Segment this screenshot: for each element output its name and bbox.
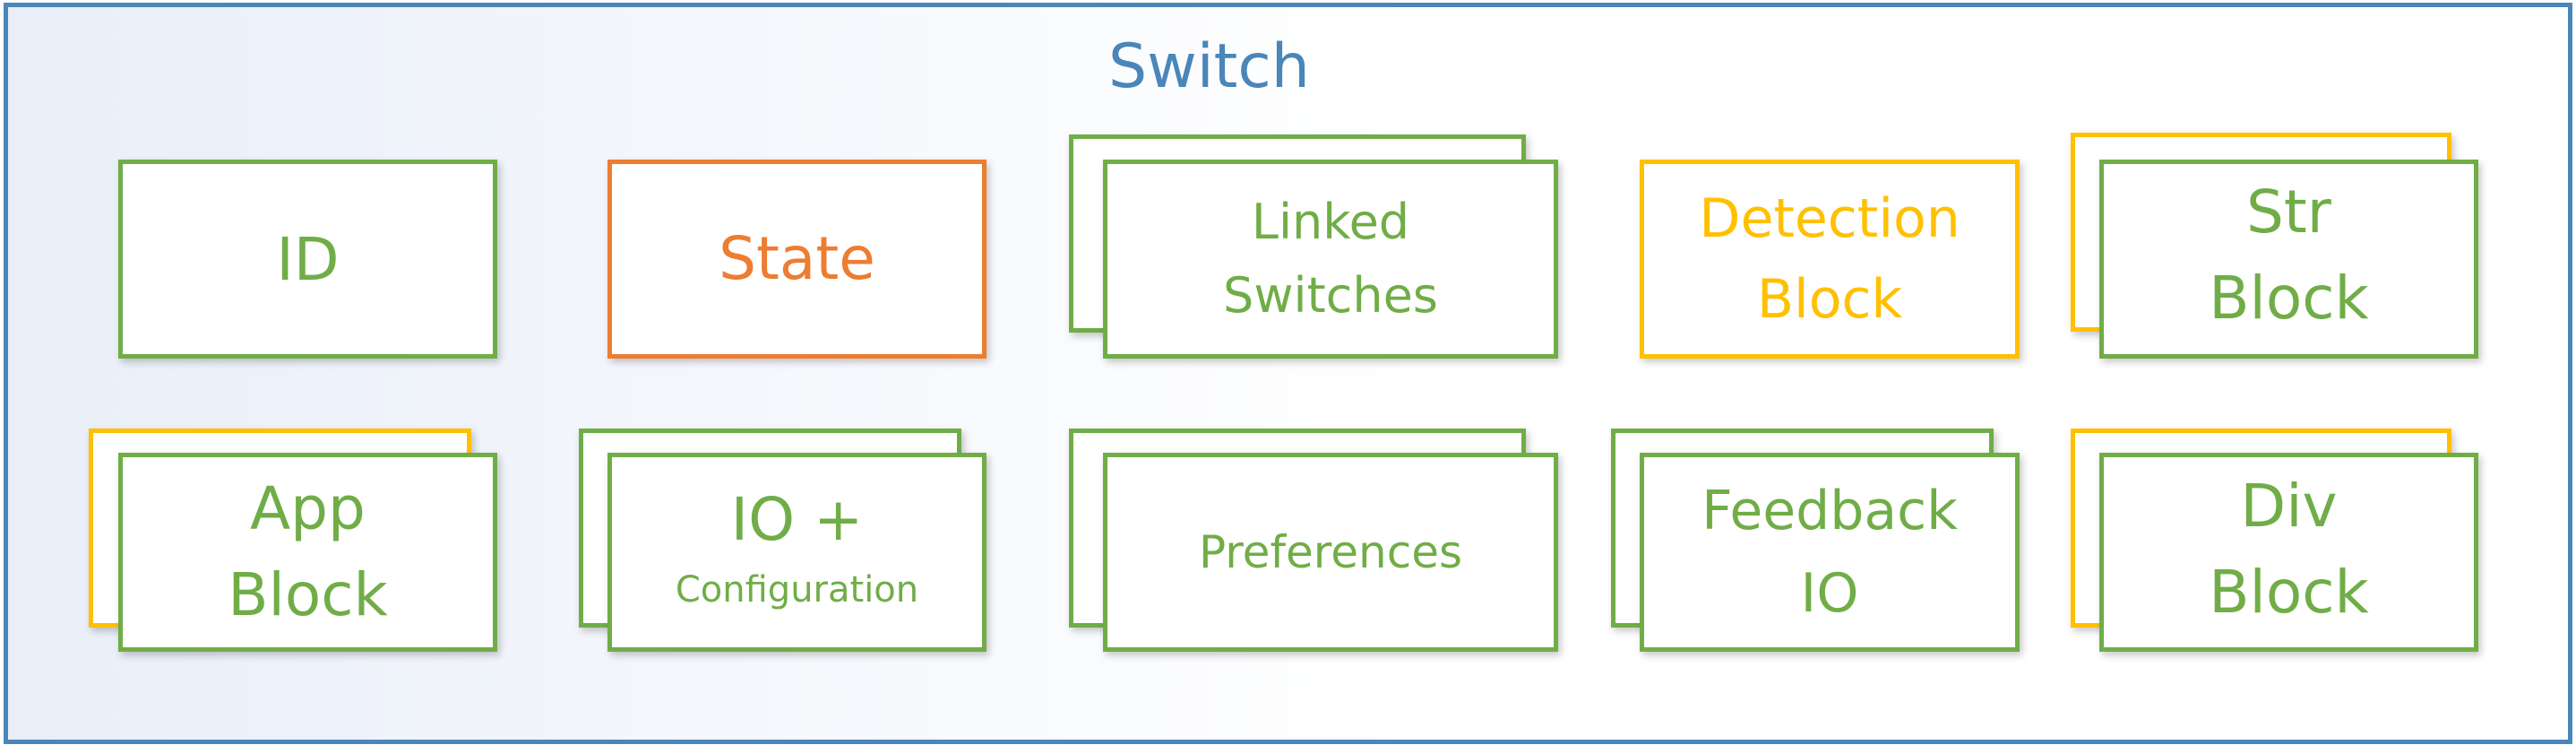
block-preferences-label: Preferences bbox=[1198, 526, 1463, 578]
block-detection-line2: Block bbox=[1756, 268, 1903, 331]
block-str-line2: Block bbox=[2209, 264, 2369, 333]
block-preferences: Preferences bbox=[1103, 453, 1558, 652]
diagram-title: Switch bbox=[1108, 31, 1310, 102]
block-id-label: ID bbox=[276, 225, 340, 294]
block-linked-switches-line2: Switches bbox=[1223, 267, 1438, 324]
block-str-line1: Str bbox=[2246, 178, 2331, 247]
block-linked-switches: Linked Switches bbox=[1103, 160, 1558, 359]
block-feedback-io-line2: IO bbox=[1800, 562, 1859, 625]
block-detection-line1: Detection bbox=[1699, 187, 1960, 250]
block-div: Div Block bbox=[2099, 453, 2478, 652]
block-feedback-io: Feedback IO bbox=[1640, 453, 2020, 652]
block-detection: Detection Block bbox=[1640, 160, 2020, 359]
block-app: App Block bbox=[118, 453, 497, 652]
block-io-configuration: IO + Configuration bbox=[607, 453, 986, 652]
block-str: Str Block bbox=[2099, 160, 2478, 359]
block-app-line2: Block bbox=[228, 560, 388, 629]
block-linked-switches-line1: Linked bbox=[1251, 194, 1410, 250]
block-id: ID bbox=[118, 160, 497, 359]
block-app-line1: App bbox=[250, 474, 366, 543]
block-feedback-io-line1: Feedback bbox=[1702, 480, 1958, 542]
block-io-configuration-line2: Configuration bbox=[675, 569, 919, 611]
block-state: State bbox=[607, 160, 986, 359]
block-div-line2: Block bbox=[2209, 558, 2369, 627]
block-state-label: State bbox=[719, 224, 875, 293]
block-io-configuration-line1: IO + bbox=[730, 485, 864, 554]
block-div-line1: Div bbox=[2240, 472, 2338, 541]
